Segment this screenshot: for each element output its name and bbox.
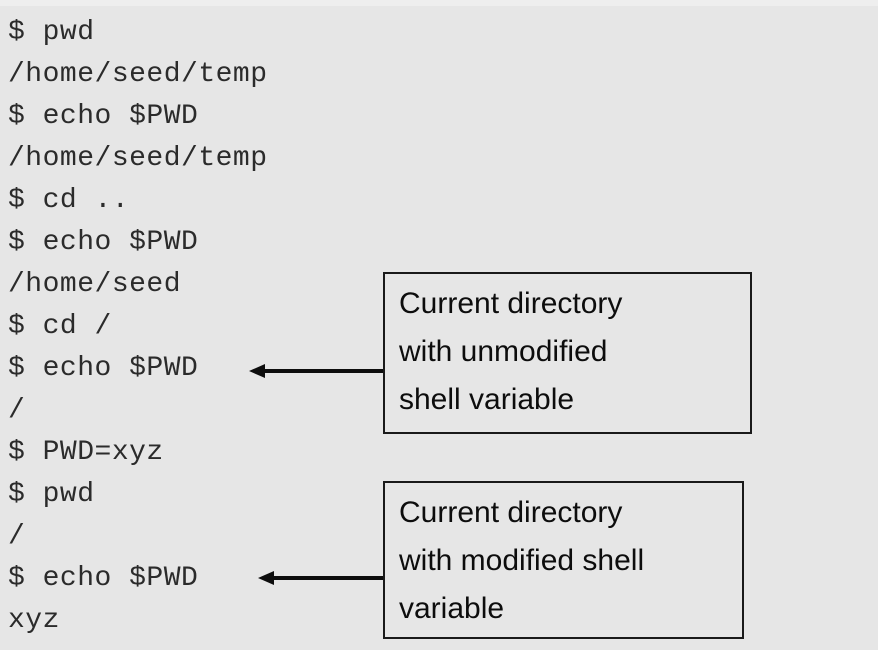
arrow-left-icon-modified bbox=[258, 571, 383, 585]
terminal-line: $ cd .. bbox=[8, 185, 130, 216]
callout-line: Current directory bbox=[399, 287, 623, 320]
callout-line: with unmodified bbox=[399, 335, 608, 368]
arrow-head bbox=[249, 364, 265, 378]
callout-line: Current directory bbox=[399, 496, 623, 529]
terminal-line: $ pwd bbox=[8, 17, 95, 48]
arrow-head bbox=[258, 571, 274, 585]
terminal-line: $ cd / bbox=[8, 311, 112, 342]
arrow-shaft bbox=[270, 576, 383, 580]
top-edge-strip bbox=[0, 0, 878, 6]
terminal-line: /home/seed/temp bbox=[8, 143, 268, 174]
callout-modified: Current directory with modified shell va… bbox=[383, 481, 744, 639]
terminal-line: /home/seed/temp bbox=[8, 59, 268, 90]
terminal-transcript: $ pwd /home/seed/temp $ echo $PWD /home/… bbox=[8, 12, 378, 642]
arrow-left-icon-unmodified bbox=[249, 364, 383, 378]
callout-line: with modified shell bbox=[399, 544, 645, 577]
terminal-line: / bbox=[8, 395, 26, 426]
terminal-line: $ echo $PWD bbox=[8, 353, 199, 384]
terminal-line: xyz bbox=[8, 605, 60, 636]
terminal-line: $ PWD=xyz bbox=[8, 437, 164, 468]
callout-line: variable bbox=[399, 592, 505, 625]
terminal-line: /home/seed bbox=[8, 269, 182, 300]
terminal-line: $ echo $PWD bbox=[8, 227, 199, 258]
terminal-line: / bbox=[8, 521, 26, 552]
terminal-line: $ pwd bbox=[8, 479, 95, 510]
callout-unmodified: Current directory with unmodified shell … bbox=[383, 272, 752, 434]
terminal-line: $ echo $PWD bbox=[8, 563, 199, 594]
terminal-line: $ echo $PWD bbox=[8, 101, 199, 132]
callout-line: shell variable bbox=[399, 383, 575, 416]
arrow-shaft bbox=[261, 369, 383, 373]
